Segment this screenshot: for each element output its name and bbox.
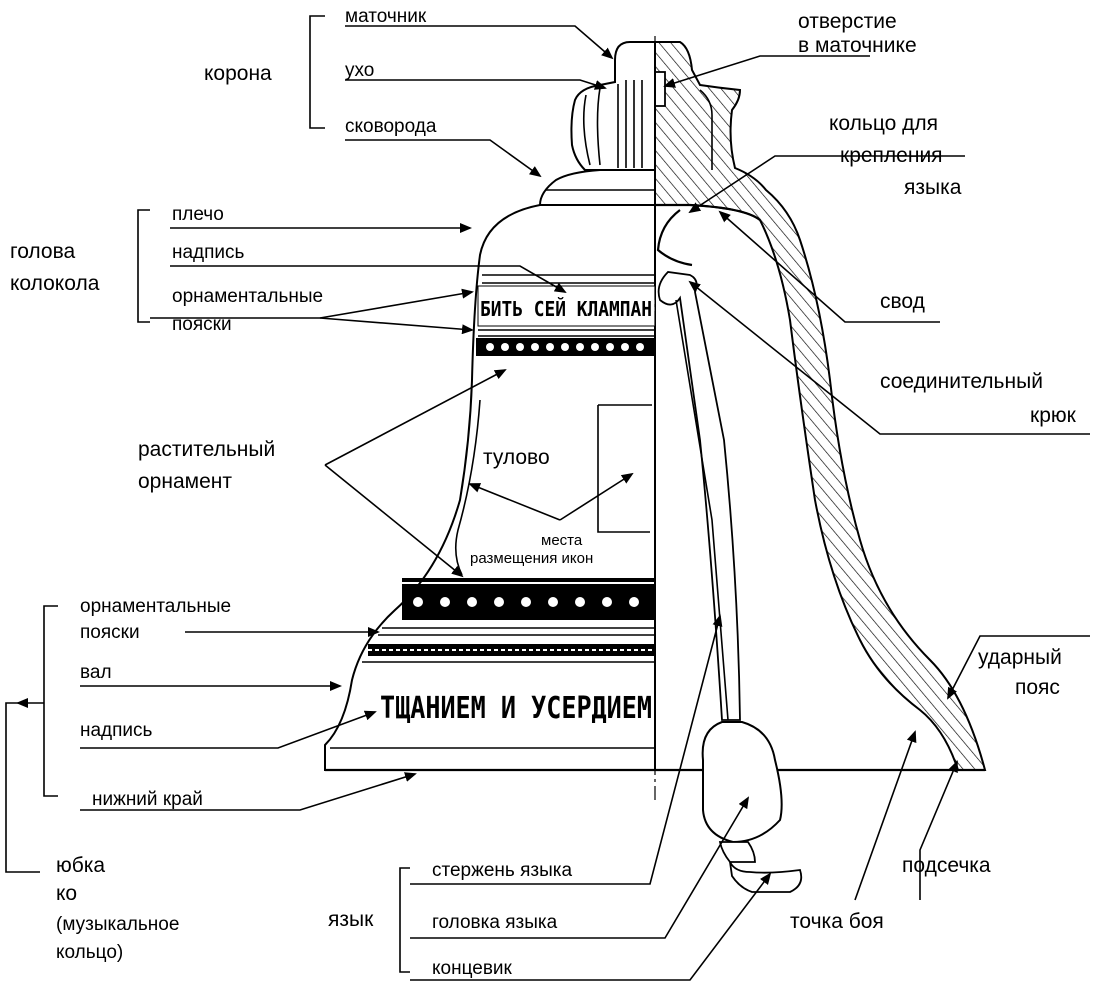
label-orn-top-1: орнаментальные xyxy=(172,286,323,307)
label-soedin-1: соединительный xyxy=(880,370,1043,393)
label-rastit-1: растительный xyxy=(138,438,275,461)
label-tochka: точка боя xyxy=(790,910,884,933)
label-muz-1: (музыкальное xyxy=(56,914,179,935)
label-orn-top-2: пояски xyxy=(172,314,232,335)
label-ukho: ухо xyxy=(345,60,374,81)
inscription-top: БИТЬ СЕЙ КЛАМПАН xyxy=(480,297,652,321)
label-yazyk: язык xyxy=(328,908,374,931)
label-koltso-3: языка xyxy=(904,176,962,199)
label-svod: свод xyxy=(880,290,925,313)
label-otverstie-2: в маточнике xyxy=(798,34,917,57)
label-skovoroda: сковорода xyxy=(345,116,437,137)
lower-ornament-band xyxy=(402,578,655,620)
brackets xyxy=(5,15,410,973)
label-koltso-1: кольцо для xyxy=(829,112,938,135)
label-koltso-2: крепления xyxy=(840,144,943,167)
label-sterzhen: стержень языка xyxy=(432,860,572,881)
label-orn-bot-2: пояски xyxy=(80,622,140,643)
label-mesta-1: места xyxy=(541,532,583,549)
label-orn-bot-1: орнаментальные xyxy=(80,596,231,617)
label-udarny-1: ударный xyxy=(978,646,1062,669)
label-nadpis-top: надпись xyxy=(172,242,245,263)
label-nadpis-bot: надпись xyxy=(80,720,153,741)
label-mesta-2: размещения икон xyxy=(470,550,593,567)
bell-exterior: БИТЬ СЕЙ КЛАМПАН xyxy=(324,41,985,772)
label-udarny-2: пояс xyxy=(1015,676,1060,699)
leader-lines xyxy=(16,25,1090,981)
label-kontsevik: концевик xyxy=(432,958,513,979)
labels: маточник ухо сковорода корона отверстие … xyxy=(10,6,1077,979)
bead-band-top xyxy=(476,338,655,356)
label-rastit-2: орнамент xyxy=(138,470,232,493)
label-nizhniy: нижний край xyxy=(92,789,203,810)
label-podsechka: подсечка xyxy=(902,854,991,877)
label-golova-2: колокола xyxy=(10,272,100,295)
label-ko: ко xyxy=(56,882,77,905)
label-korona: корона xyxy=(204,62,272,85)
clapper xyxy=(656,209,803,893)
label-golova-1: голова xyxy=(10,240,76,263)
label-golovka: головка языка xyxy=(432,912,558,933)
label-plecho: плечо xyxy=(172,204,224,225)
label-soedin-2: крюк xyxy=(1030,404,1077,427)
label-muz-2: кольцо) xyxy=(56,942,123,963)
label-otverstie-1: отверстие xyxy=(798,10,897,33)
label-tulovo: тулово xyxy=(483,446,550,469)
label-matochnik: маточник xyxy=(345,6,427,27)
label-yubka: юбка xyxy=(56,854,105,877)
label-val: вал xyxy=(80,662,112,683)
inscription-bottom: ТЩАНИЕМ И УСЕРДИЕМ xyxy=(380,691,652,726)
